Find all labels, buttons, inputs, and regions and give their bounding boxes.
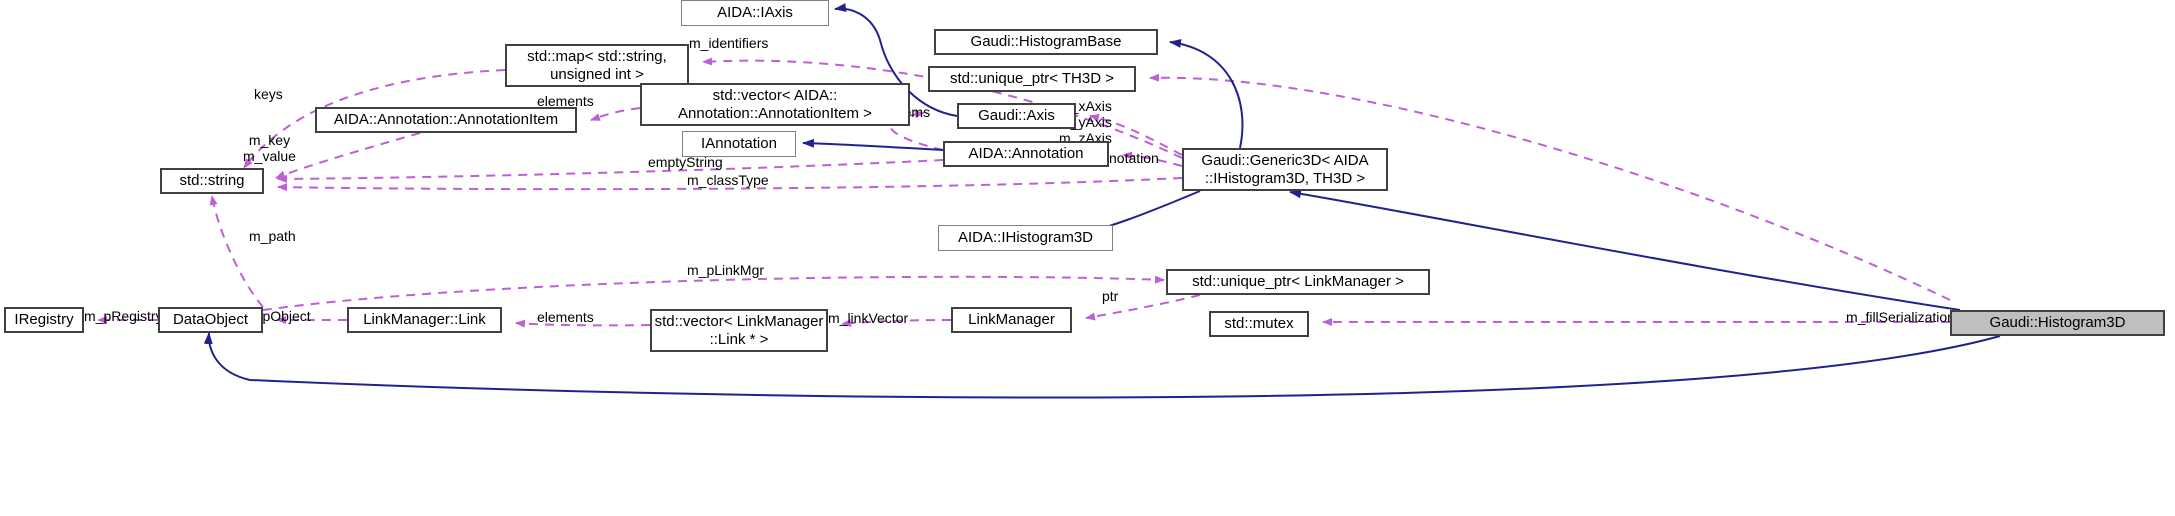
edge-m_rep: [1149, 73, 1951, 301]
node-std-map[interactable]: std::map< std::string, unsigned int >: [505, 44, 689, 87]
edge-label-keys: keys: [254, 86, 283, 102]
node-linkmanager-link[interactable]: LinkManager::Link: [347, 307, 502, 333]
node-iannotation[interactable]: IAnnotation: [682, 131, 796, 157]
node-std-vector-annotationitem[interactable]: std::vector< AIDA:: Annotation::Annotati…: [640, 83, 910, 126]
edge-m_annotation: [1122, 151, 1183, 167]
edge-inh-axis-iaxis: [834, 3, 958, 117]
inheritance-edges: [203, 3, 2001, 399]
edge-m_annotationItems: [889, 110, 944, 151]
node-aida-iaxis[interactable]: AIDA::IAxis: [681, 0, 829, 26]
edge-label-elements-link: elements: [537, 309, 594, 325]
edge-inh-hist3d-generic: [1289, 189, 1961, 311]
edge-inh-generic-histbase: [1169, 39, 1244, 149]
edge-keys: [243, 69, 506, 169]
edge-inh-annotation-iannotation: [802, 138, 944, 151]
node-gaudi-axis[interactable]: Gaudi::Axis: [957, 103, 1076, 129]
node-std-unique-ptr-th3d[interactable]: std::unique_ptr< TH3D >: [928, 66, 1136, 92]
edge-label-ptr: ptr: [1102, 288, 1119, 304]
edge-m_pLinkMgr: [262, 275, 1165, 311]
node-aida-annotation[interactable]: AIDA::Annotation: [943, 141, 1109, 167]
edge-label-elements-annotation: elements: [537, 93, 594, 109]
edge-m_classType: [277, 177, 1183, 192]
edge-label-m-key-m-value: m_key m_value: [243, 132, 296, 164]
node-gaudi-histogram3d[interactable]: Gaudi::Histogram3D: [1950, 310, 2165, 336]
edge-elements-ann: [590, 107, 641, 121]
usage-edges: [97, 57, 1951, 328]
node-gaudi-generic3d[interactable]: Gaudi::Generic3D< AIDA ::IHistogram3D, T…: [1182, 148, 1388, 191]
node-dataobject[interactable]: DataObject: [158, 307, 263, 333]
edge-m_linkVector: [841, 319, 952, 327]
node-std-string[interactable]: std::string: [160, 168, 264, 194]
edge-m_axes: [1089, 113, 1183, 156]
node-aida-ihistogram3d[interactable]: AIDA::IHistogram3D: [938, 225, 1113, 251]
edge-ptr: [1085, 294, 1201, 321]
edge-label-m-fillserialization: m_fillSerialization: [1846, 309, 1955, 325]
node-linkmanager[interactable]: LinkManager: [951, 307, 1072, 333]
node-std-mutex[interactable]: std::mutex: [1209, 311, 1309, 337]
node-std-vector-linkmanager-link[interactable]: std::vector< LinkManager ::Link * >: [650, 309, 828, 352]
edge-m_path: [209, 195, 264, 308]
node-gaudi-histogrambase[interactable]: Gaudi::HistogramBase: [934, 29, 1158, 55]
edge-label-m-identifiers: m_identifiers: [689, 35, 769, 51]
edge-label-m-path: m_path: [249, 228, 296, 244]
node-aida-annotation-annotationitem[interactable]: AIDA::Annotation::AnnotationItem: [315, 107, 577, 133]
edge-label-m-classtype: m_classType: [687, 172, 769, 188]
edge-label-m-pregistry: m_pRegistry: [84, 308, 163, 324]
node-std-unique-ptr-linkmanager[interactable]: std::unique_ptr< LinkManager >: [1166, 269, 1430, 295]
edge-label-m-linkvector: m_linkVector: [828, 310, 909, 326]
edge-inh-hist3d-dataobject: [203, 332, 2001, 399]
edge-label-m-plinkmgr: m_pLinkMgr: [687, 262, 765, 278]
edge-label-emptystring: emptyString: [648, 154, 723, 170]
node-iregistry[interactable]: IRegistry: [4, 307, 84, 333]
edge-m_key-m_value: [275, 132, 421, 179]
edge-elements-link: [515, 319, 651, 328]
edge-emptyString: [277, 159, 944, 183]
